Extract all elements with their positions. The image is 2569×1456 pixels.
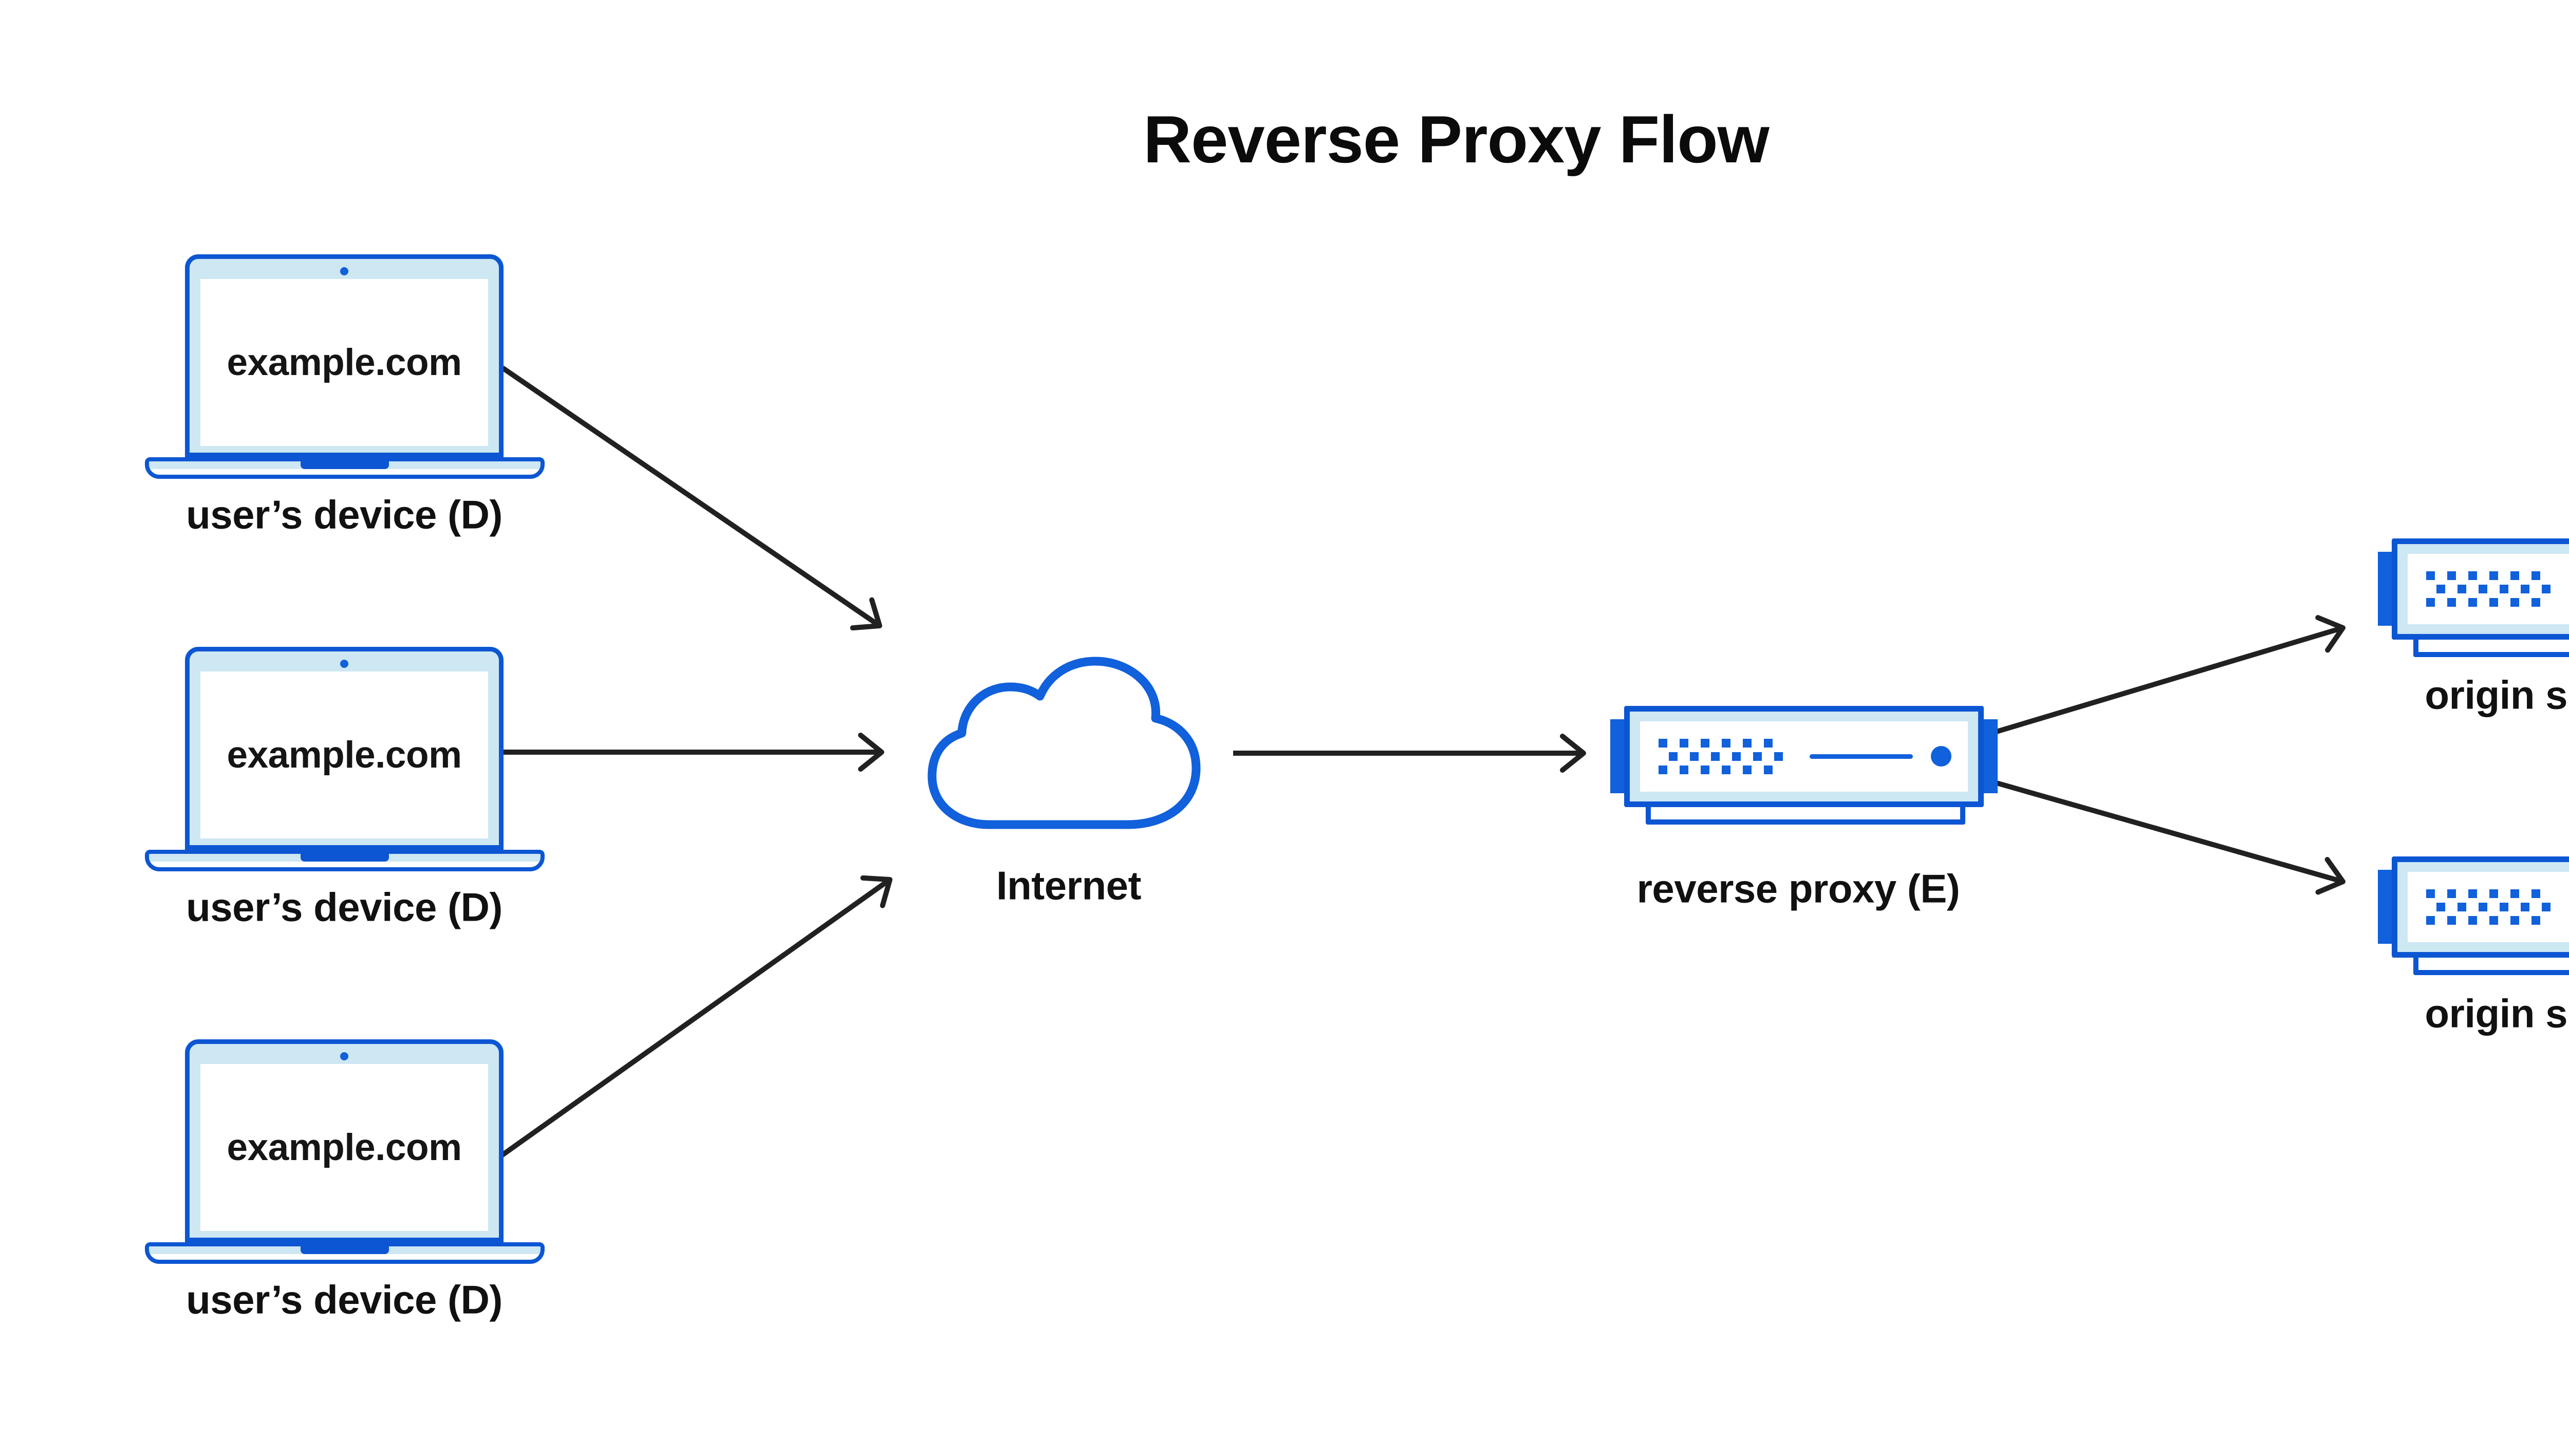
origin-server-2-icon	[2378, 856, 2569, 975]
reverse-proxy-icon	[1610, 706, 1998, 825]
user-device-3-icon: example.com	[145, 1039, 545, 1264]
user-device-2-icon: example.com	[145, 647, 545, 871]
diagram-title: Reverse Proxy Flow	[1143, 102, 1770, 177]
server-vents-icon	[1659, 739, 1773, 748]
device-screen-text: example.com	[200, 671, 488, 838]
device-screen-text: example.com	[200, 279, 488, 446]
internet-label: Internet	[996, 863, 1142, 908]
laptop-hinge-icon	[301, 461, 389, 469]
laptop-screen: example.com	[185, 1039, 504, 1242]
server-vents-icon	[1659, 766, 1773, 774]
server-chassis-base-icon	[2413, 639, 2569, 657]
laptop-hinge-icon	[301, 1246, 389, 1254]
server-led-icon	[1931, 746, 1951, 767]
server-chassis-base-icon	[2413, 957, 2569, 975]
webcam-icon	[340, 267, 348, 275]
origin-1-label: origin server (F)	[2425, 672, 2569, 718]
laptop-base-icon	[145, 1242, 545, 1264]
server-vents-icon	[2436, 585, 2551, 593]
server-vents-icon	[2426, 916, 2540, 925]
server-chassis-base-icon	[1646, 806, 1965, 825]
device-screen-text: example.com	[200, 1064, 488, 1231]
origin-2-label: origin server (F)	[2425, 991, 2569, 1036]
server-body	[1624, 706, 1984, 807]
server-slot-icon	[1810, 754, 1913, 759]
laptop-hinge-icon	[301, 854, 389, 862]
arrow-proxy-to-origin2-icon	[1996, 780, 2345, 895]
webcam-icon	[340, 660, 348, 668]
laptop-base-icon	[145, 850, 545, 871]
laptop-screen: example.com	[185, 647, 504, 850]
server-body	[2392, 856, 2569, 958]
server-vents-icon	[2426, 571, 2540, 580]
proxy-label: reverse proxy (E)	[1636, 866, 1960, 911]
internet-cloud-icon	[927, 657, 1201, 829]
device-3-label: user’s device (D)	[186, 1277, 502, 1322]
device-2-label: user’s device (D)	[186, 884, 502, 930]
webcam-icon	[340, 1052, 348, 1060]
server-vents-icon	[1669, 752, 1783, 761]
origin-server-1-icon	[2378, 538, 2569, 657]
arrow-device1-to-internet-icon	[501, 365, 882, 631]
laptop-screen: example.com	[185, 254, 504, 457]
arrow-device3-to-internet-icon	[496, 875, 892, 1161]
server-vents-icon	[2436, 903, 2551, 911]
user-device-1-icon: example.com	[145, 254, 545, 479]
server-vents-icon	[2426, 889, 2540, 898]
device-1-label: user’s device (D)	[186, 492, 502, 537]
laptop-base-icon	[145, 457, 545, 479]
arrow-proxy-to-origin1-icon	[1996, 615, 2345, 734]
server-body	[2392, 538, 2569, 640]
server-vents-icon	[2426, 598, 2540, 607]
